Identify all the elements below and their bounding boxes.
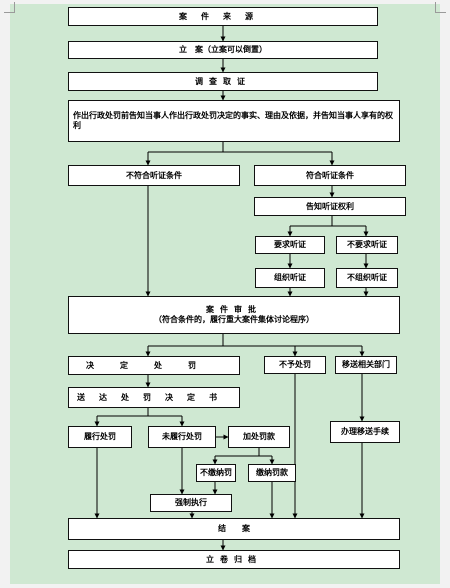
node-notify-rights: 作出行政处罚前告知当事人作出行政处罚决定的事实、理由及依据，并告知当事人享有的权…: [68, 100, 400, 142]
node-transfer-department: 移送相关部门: [335, 356, 397, 374]
node-not-paid: 不缴纳罚: [196, 464, 236, 482]
case-review-note: （符合条件的，履行重大案件集体讨论程序）: [154, 315, 314, 324]
node-case-closed: 结 案: [68, 518, 400, 540]
page-corner-mark: [435, 2, 446, 13]
node-not-hearing-condition: 不符合听证条件: [68, 165, 240, 186]
node-notify-hearing-rights: 告知听证权利: [254, 197, 406, 216]
node-no-request-hearing: 不要求听证: [336, 236, 398, 254]
node-executed-penalty: 履行处罚: [68, 426, 132, 448]
node-case-source: 案件来源: [68, 7, 378, 26]
diagram-page: 案件来源 立 案（立案可以倒置） 调查取证 作出行政处罚前告知当事人作出行政处罚…: [4, 2, 446, 584]
node-paid: 缴纳罚款: [248, 464, 296, 482]
node-no-penalty: 不予处罚: [264, 356, 326, 374]
node-case-review: 案件审批 （符合条件的，履行重大案件集体讨论程序）: [68, 296, 400, 334]
node-surcharge-fine: 加处罚款: [228, 426, 290, 448]
flow-connectors: [94, 26, 369, 551]
node-request-hearing: 要求听证: [255, 236, 325, 254]
node-decide-penalty: 决定处罚: [68, 356, 240, 375]
node-archive: 立卷归档: [68, 550, 400, 569]
node-enforcement: 强制执行: [150, 494, 232, 512]
page-corner-mark: [4, 2, 15, 13]
node-deliver-decision: 送达处罚决定书: [68, 387, 240, 408]
node-handle-transfer: 办理移送手续: [330, 421, 400, 443]
node-organize-hearing: 组织听证: [255, 268, 325, 288]
node-no-organize-hearing: 不组织听证: [336, 268, 398, 288]
node-not-executed-penalty: 未履行处罚: [148, 426, 216, 448]
case-review-title: 案件审批: [206, 305, 262, 314]
node-investigation: 调查取证: [68, 72, 378, 91]
node-filing: 立 案（立案可以倒置）: [68, 41, 378, 59]
node-hearing-condition: 符合听证条件: [254, 165, 406, 186]
